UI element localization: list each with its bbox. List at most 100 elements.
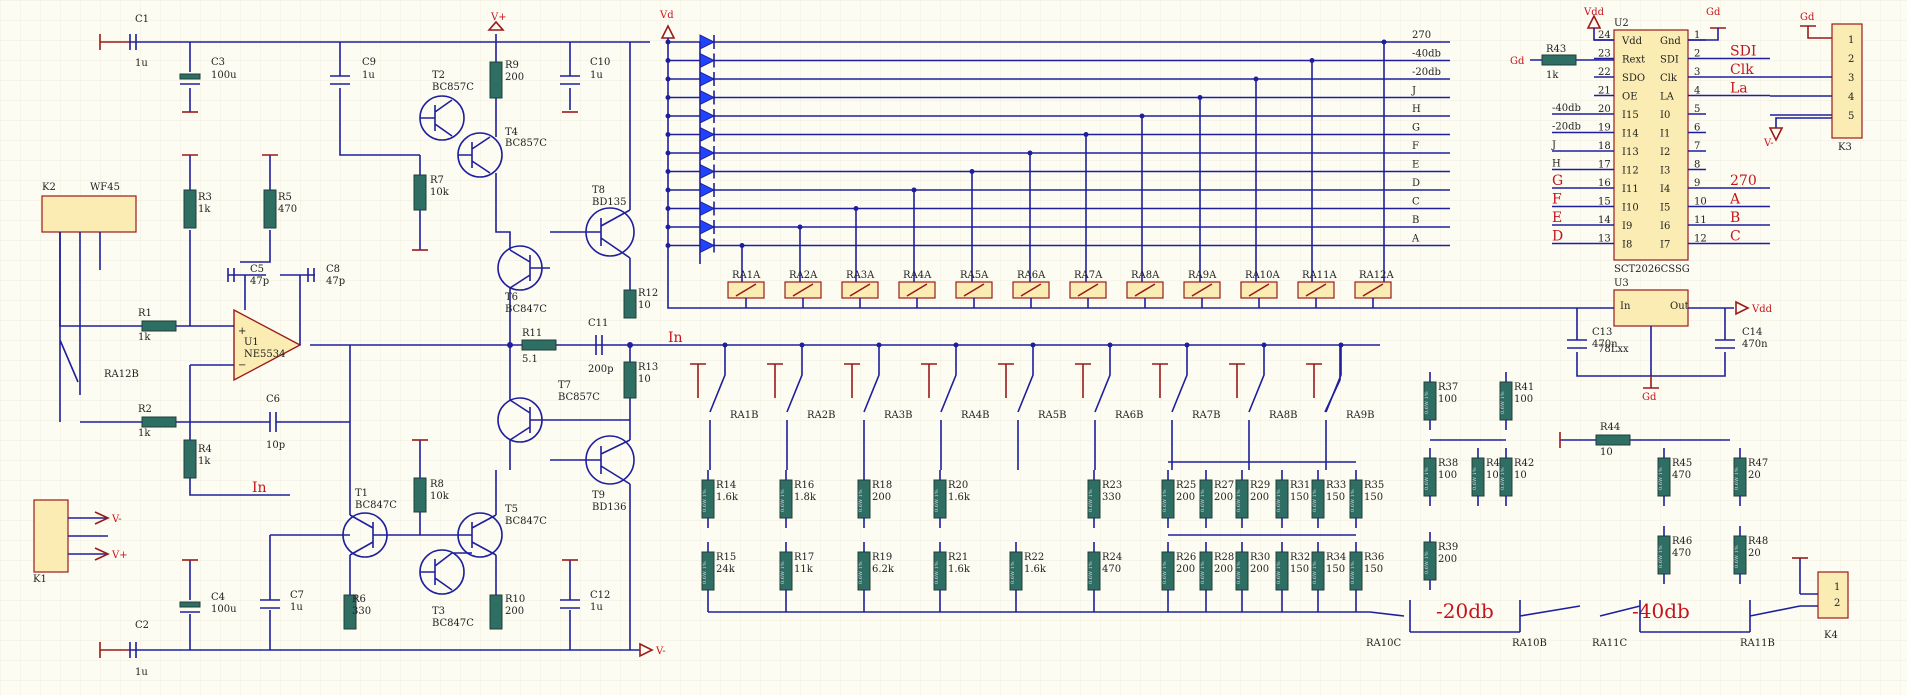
- junction-dot: [665, 76, 671, 82]
- u2-pin-name: SDO: [1622, 73, 1645, 84]
- resistor-value: 200: [1176, 564, 1195, 575]
- in-label-top: In: [668, 330, 683, 346]
- bus-label: H: [1412, 104, 1421, 115]
- c3-label: C3: [211, 57, 225, 68]
- resistor-label: R33: [1326, 480, 1346, 491]
- r4-label: R4: [198, 444, 212, 455]
- r43-value: 1k: [1546, 70, 1559, 81]
- c5-label: C5: [250, 264, 264, 275]
- u2-pin-name: I11: [1622, 184, 1639, 195]
- k1-vplus: V+: [111, 550, 128, 561]
- c2-value: 1u: [135, 667, 148, 678]
- r13-label: R13: [638, 362, 658, 373]
- resistor-label: R45: [1672, 458, 1692, 469]
- r5-value: 470: [278, 204, 297, 215]
- ra11b-label: RA11B: [1740, 638, 1775, 649]
- c9-label: C9: [362, 57, 376, 68]
- u2-pin-name: I15: [1622, 110, 1639, 121]
- relay-a-label: RA10A: [1245, 270, 1280, 281]
- svg-text:0.6W 1%: 0.6W 1%: [1276, 489, 1282, 512]
- resistor-value: 470: [1672, 470, 1691, 481]
- t4-label: T4: [505, 127, 518, 138]
- resistor-value: 150: [1290, 564, 1309, 575]
- resistor-label: R28: [1214, 552, 1234, 563]
- resistor-label: R46: [1672, 536, 1692, 547]
- t5-label: T5: [505, 504, 518, 515]
- svg-text:0.6W 1%: 0.6W 1%: [1658, 545, 1664, 568]
- r5-label: R5: [278, 192, 292, 203]
- svg-text:0.6W 1%: 0.6W 1%: [1500, 391, 1506, 414]
- resistor-value: 1.6k: [1024, 564, 1047, 575]
- t9-value: BD136: [592, 502, 626, 513]
- svg-text:0.6W 1%: 0.6W 1%: [1162, 561, 1168, 584]
- resistor-label: R36: [1364, 552, 1384, 563]
- ra10c-label: RA10C: [1366, 638, 1401, 649]
- u2-pin-name: I8: [1622, 240, 1632, 251]
- resistor-label: R24: [1102, 552, 1122, 563]
- u2-pin-name: I14: [1622, 129, 1639, 140]
- relay-a-label: RA6A: [1017, 270, 1046, 281]
- c4-symbol: [179, 601, 201, 608]
- resistor-label: R21: [948, 552, 968, 563]
- r43-symbol: [1541, 54, 1577, 66]
- k3-vd-label: V-: [1763, 138, 1774, 149]
- r2-value: 1k: [138, 428, 151, 439]
- resistor-label: R38: [1438, 458, 1458, 469]
- resistor-value: 150: [1290, 492, 1309, 503]
- svg-text:0.6W 1%: 0.6W 1%: [1236, 489, 1242, 512]
- u2-value: SCT2026CSSG: [1614, 264, 1690, 275]
- u2-net-label: SDI: [1730, 44, 1756, 60]
- relay-b-label: RA9B: [1346, 410, 1374, 421]
- u2-pin-name: I3: [1660, 166, 1670, 177]
- r1-value: 1k: [138, 332, 151, 343]
- r44-value: 10: [1600, 447, 1613, 458]
- resistor-label: R29: [1250, 480, 1270, 491]
- svg-text:0.6W 1%: 0.6W 1%: [1734, 545, 1740, 568]
- u2-pin-num: 9: [1694, 178, 1700, 189]
- resistor-value: 200: [1214, 564, 1233, 575]
- k2-connector: [41, 195, 137, 233]
- u2-pin-name: Gnd: [1660, 36, 1681, 47]
- u2-pin-name: Rext: [1622, 55, 1645, 66]
- c3-symbol: [179, 73, 201, 80]
- u2-pin-name: I4: [1660, 184, 1670, 195]
- vminus-label: V-: [655, 646, 666, 657]
- r3-symbol: [183, 189, 197, 229]
- u2-pin-num: 15: [1598, 197, 1611, 208]
- k4-pin-2: 2: [1834, 598, 1840, 609]
- u2-pin-name: I2: [1660, 147, 1670, 158]
- svg-text:0.6W 1%: 0.6W 1%: [1472, 467, 1478, 490]
- c8-label: C8: [326, 264, 340, 275]
- junction-dot: [665, 169, 671, 174]
- u2-pin-num: 18: [1598, 141, 1611, 152]
- db20-label: -20db: [1436, 599, 1494, 623]
- relay-a-label: RA2A: [789, 270, 818, 281]
- k3-pin: 4: [1848, 92, 1854, 103]
- t8-value: BD135: [592, 197, 626, 208]
- r44-label: R44: [1600, 422, 1620, 433]
- u3-out-pin: Out: [1670, 301, 1689, 312]
- resistor-value: 10: [1514, 470, 1527, 481]
- u2-pin-num: 17: [1598, 160, 1611, 171]
- r43-label: R43: [1546, 44, 1566, 55]
- ra12b-label: RA12B: [104, 369, 139, 380]
- r7-symbol: [413, 174, 427, 211]
- t6-label: T6: [505, 292, 518, 303]
- svg-text:0.6W 1%: 0.6W 1%: [1350, 489, 1356, 512]
- svg-text:+: +: [238, 326, 246, 337]
- r2-symbol: [141, 416, 177, 428]
- resistor-value: 150: [1364, 492, 1383, 503]
- resistor-label: R41: [1514, 382, 1534, 393]
- resistor-label: R22: [1024, 552, 1044, 563]
- u2-pin-num: 11: [1694, 215, 1707, 226]
- u2-pin-name: I13: [1622, 147, 1639, 158]
- svg-text:0.6W 1%: 0.6W 1%: [934, 561, 940, 584]
- r1-label: R1: [138, 308, 152, 319]
- resistor-label: R23: [1102, 480, 1122, 491]
- k2-type: WF45: [90, 182, 120, 193]
- resistor-value: 150: [1326, 492, 1345, 503]
- resistor-value: 200: [1438, 554, 1457, 565]
